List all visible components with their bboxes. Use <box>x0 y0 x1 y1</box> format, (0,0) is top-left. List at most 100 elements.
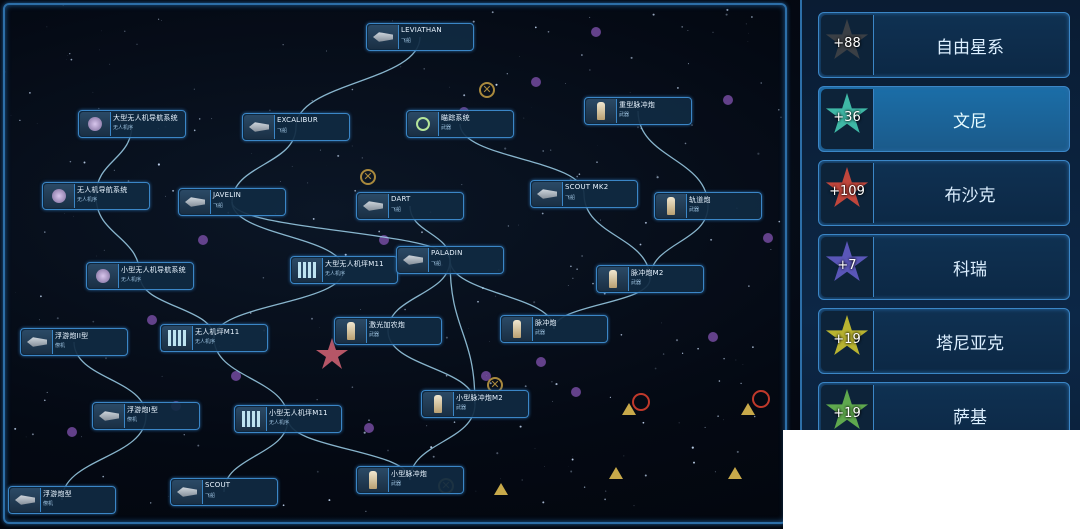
tech-node-large-drone-bay[interactable]: 大型无人机坪M11 无人机序 <box>290 256 398 284</box>
star-dot <box>519 56 520 57</box>
star-dot <box>25 436 27 438</box>
node-thumbnail <box>80 112 111 136</box>
star-dot <box>198 118 201 120</box>
drone-icon <box>96 269 110 283</box>
tech-node-small-drone-nav[interactable]: 小型无人机导航系统 无人机序 <box>86 262 194 290</box>
node-thumbnail <box>172 480 203 504</box>
node-name: 脉冲炮M2 <box>631 269 664 277</box>
star-dot <box>351 386 354 388</box>
star-dot <box>251 153 252 154</box>
star-dot <box>760 82 762 84</box>
star-dot <box>423 68 425 70</box>
node-thumbnail <box>292 258 323 282</box>
tech-node-small-pulse-m2[interactable]: 小型脉冲炮M2 武器 <box>421 390 529 418</box>
tech-node-scout[interactable]: SCOUT 飞船 <box>170 478 278 506</box>
tech-node-dart[interactable]: DART 飞船 <box>356 192 464 220</box>
faction-1[interactable]: +88 自由星系 <box>818 12 1070 78</box>
tech-node-buoy-2[interactable]: 浮游炮II型 僚机 <box>20 328 128 356</box>
faction-badge: +7 <box>821 237 874 297</box>
star-dot <box>105 357 107 360</box>
tech-node-buoy-1[interactable]: 浮游炮I型 僚机 <box>92 402 200 430</box>
star-dot <box>572 277 574 279</box>
tech-node-pulse-m2[interactable]: 脉冲炮M2 武器 <box>596 265 704 293</box>
tech-node-railgun[interactable]: 轨道炮 武器 <box>654 192 762 220</box>
star-dot <box>691 446 694 449</box>
tech-node-javelin[interactable]: JAVELIN 飞船 <box>178 188 286 216</box>
node-thumbnail <box>423 392 454 416</box>
star-dot <box>740 382 742 385</box>
tech-node-drone-bay[interactable]: 无人机坪M11 无人机序 <box>160 324 268 352</box>
star-dot <box>519 425 522 428</box>
star-dot <box>168 496 170 497</box>
node-thumbnail <box>398 248 429 272</box>
tech-node-paladin[interactable]: PALADIN 飞船 <box>396 246 504 274</box>
star-dot <box>319 149 321 151</box>
star-dot <box>307 182 309 184</box>
planet-dot <box>536 357 546 367</box>
planet-dot <box>67 427 77 437</box>
node-name: 无人机坪M11 <box>195 328 240 336</box>
node-name: 轨道炮 <box>689 196 711 204</box>
star-dot <box>494 295 497 297</box>
tech-node-small-drone-bay[interactable]: 小型无人机坪M11 无人机序 <box>234 405 342 433</box>
tech-node-large-drone-nav[interactable]: 大型无人机导航系统 无人机序 <box>78 110 186 138</box>
tech-node-heavy-pulse[interactable]: 重型脉冲炮 武器 <box>584 97 692 125</box>
faction-3[interactable]: +109 布沙克 <box>818 160 1070 226</box>
node-name: 激光加农炮 <box>369 321 405 329</box>
node-name: DART <box>391 195 411 203</box>
tech-node-laser-accel[interactable]: 激光加农炮 武器 <box>334 317 442 345</box>
node-name: 重型脉冲炮 <box>619 101 655 109</box>
star-dot <box>642 421 645 424</box>
star-dot <box>73 215 74 217</box>
star-dot <box>542 501 545 504</box>
tech-node-scout-mk2[interactable]: SCOUT MK2 飞船 <box>530 180 638 208</box>
tech-node-drone-nav[interactable]: 无人机导航系统 无人机序 <box>42 182 150 210</box>
tech-node-tracking[interactable]: 瞄踪系统 武器 <box>406 110 514 138</box>
tech-node-excalibur[interactable]: EXCALIBUR 飞船 <box>242 113 350 141</box>
star-dot <box>113 169 116 172</box>
tech-node-buoy[interactable]: 浮游炮型 僚机 <box>8 486 116 514</box>
tech-node-small-pulse[interactable]: 小型脉冲炮 武器 <box>356 466 464 494</box>
star-dot <box>378 230 381 233</box>
star-dot <box>589 69 591 71</box>
star-dot <box>319 327 320 328</box>
planet-dot <box>571 387 581 397</box>
faction-4[interactable]: +7 科瑞 <box>818 234 1070 300</box>
star-dot <box>592 282 594 285</box>
faction-name: 文尼 <box>953 112 987 132</box>
star-dot <box>605 490 607 492</box>
weapon-icon <box>434 395 442 413</box>
node-name: SCOUT <box>205 481 231 489</box>
star-dot <box>524 385 527 388</box>
node-name: JAVELIN <box>213 191 242 199</box>
star-dot <box>31 433 34 436</box>
star-dot <box>752 346 754 348</box>
star-dot <box>565 83 566 84</box>
faction-5[interactable]: +19 塔尼亚克 <box>818 308 1070 374</box>
star-dot <box>149 502 152 504</box>
node-type: 僚机 <box>55 343 66 349</box>
tech-node-pulse[interactable]: 脉冲炮 武器 <box>500 315 608 343</box>
star-dot <box>691 124 693 126</box>
star-dot <box>445 336 448 339</box>
star-dot <box>547 30 550 33</box>
star-dot <box>717 415 719 417</box>
star-dot <box>534 26 537 29</box>
weapon-icon <box>667 197 675 215</box>
star-dot <box>654 367 657 370</box>
faction-2[interactable]: +36 文尼 <box>818 86 1070 152</box>
fighter-icon <box>242 411 260 427</box>
node-thumbnail <box>10 488 41 512</box>
star-dot <box>211 118 213 120</box>
star-dot <box>449 86 450 88</box>
star-dot <box>726 8 729 11</box>
node-type: 僚机 <box>127 417 138 423</box>
star-dot <box>360 309 361 310</box>
tech-node-leviathan[interactable]: LEVIATHAN 飞船 <box>366 23 474 51</box>
star-dot <box>712 31 714 33</box>
star-dot <box>748 285 750 287</box>
star-dot <box>351 88 354 91</box>
node-thumbnail <box>358 194 389 218</box>
tech-link <box>449 259 476 405</box>
node-type: 武器 <box>535 330 546 336</box>
